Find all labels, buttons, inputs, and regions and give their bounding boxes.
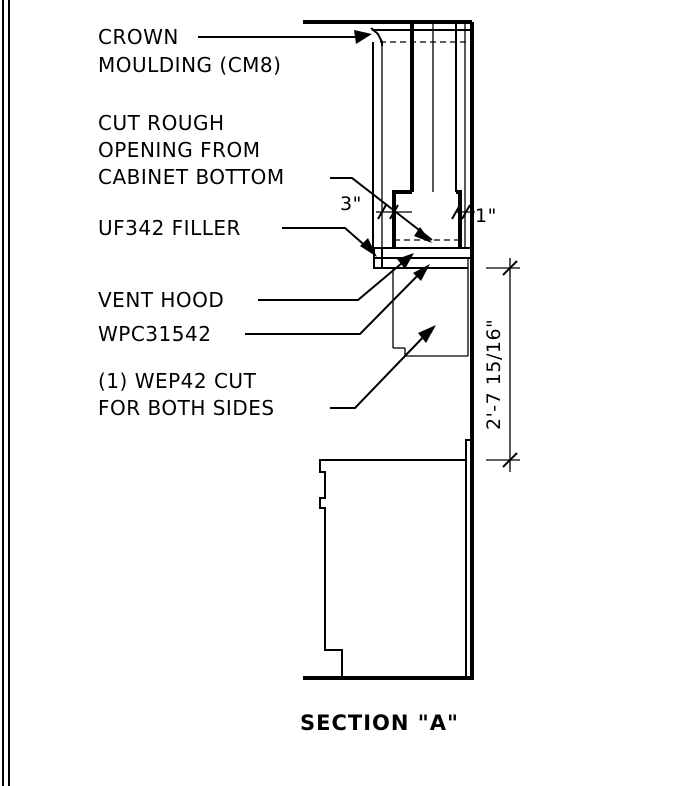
label-wep-line1: (1) WEP42 CUT <box>98 369 257 393</box>
wall-cabinet <box>372 24 470 259</box>
label-dim-vertical: 2'-7 15/16" <box>483 319 505 430</box>
label-crown-line2: MOULDING (CM8) <box>98 53 281 77</box>
sheet-border <box>2 0 10 786</box>
label-wep-line2: FOR BOTH SIDES <box>98 396 275 420</box>
label-wpc: WPC31542 <box>98 322 211 346</box>
base-cabinet <box>319 439 470 679</box>
leader-lines <box>198 30 436 409</box>
dim-3in <box>376 204 475 220</box>
label-cut-line1: CUT ROUGH <box>98 111 225 135</box>
hood-liner-panel <box>392 268 469 357</box>
dim-vertical <box>486 258 520 472</box>
label-dim-3in: 3" <box>340 193 362 215</box>
vent-hood <box>381 258 469 269</box>
label-crown-line1: CROWN <box>98 25 179 49</box>
label-filler: UF342 FILLER <box>98 216 241 240</box>
wall <box>303 20 474 680</box>
label-cut-line3: CABINET BOTTOM <box>98 165 285 189</box>
section-title: SECTION "A" <box>300 711 459 735</box>
label-dim-right: 1" <box>475 205 497 227</box>
label-cut-line2: OPENING FROM <box>98 138 261 162</box>
annotation-labels: CROWN MOULDING (CM8) CUT ROUGH OPENING F… <box>98 25 505 735</box>
label-vent-hood: VENT HOOD <box>98 288 224 312</box>
